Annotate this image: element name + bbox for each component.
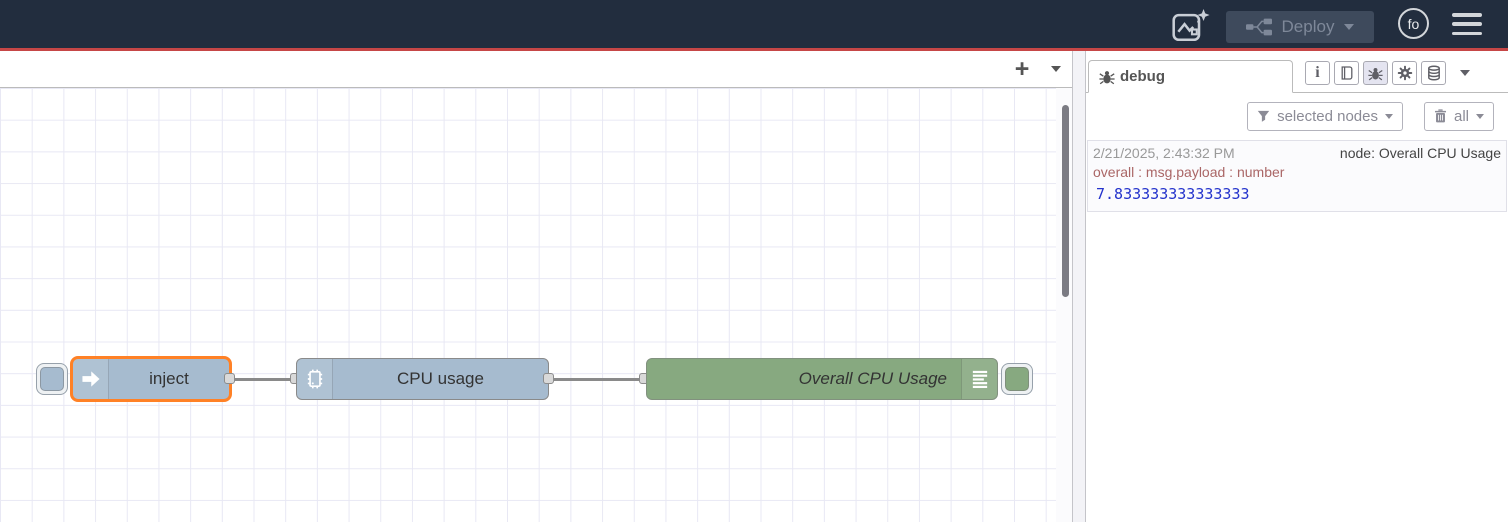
debug-filter-label: selected nodes <box>1277 107 1378 125</box>
debug-message-meta: 2/21/2025, 2:43:32 PM node: Overall CPU … <box>1093 144 1501 163</box>
node-label: CPU usage <box>397 369 484 388</box>
inject-arrow-icon <box>73 359 109 399</box>
inject-trigger-button[interactable] <box>36 363 68 395</box>
flow-canvas[interactable]: inject CPU usage <box>0 88 1072 522</box>
port-output[interactable] <box>224 373 235 384</box>
debug-message-node-name: node: Overall CPU Usage <box>1339 145 1501 161</box>
debug-filter-row: selected nodes all <box>1086 93 1508 139</box>
hamburger-icon <box>1452 13 1482 17</box>
debug-clear-button[interactable]: all <box>1423 101 1494 131</box>
debug-message-timestamp: 2/21/2025, 2:43:32 PM <box>1093 145 1235 161</box>
debug-clear-label: all <box>1453 107 1469 125</box>
flow-tab-bar: + <box>0 51 1072 88</box>
trash-icon <box>1434 109 1447 123</box>
tab-info-button[interactable]: i <box>1305 61 1330 85</box>
tab-debug[interactable]: debug <box>1088 60 1293 93</box>
chevron-down-icon <box>1051 66 1061 72</box>
tab-debug-messages-button[interactable] <box>1363 61 1388 85</box>
node-overall-cpu-usage[interactable]: Overall CPU Usage <box>646 358 998 400</box>
canvas-scrollbar-track[interactable] <box>1056 88 1072 522</box>
info-icon: i <box>1315 64 1320 81</box>
tab-config-button[interactable] <box>1392 61 1417 85</box>
debug-lines-icon <box>961 359 997 399</box>
user-avatar[interactable]: fo <box>1398 8 1429 39</box>
book-icon <box>1339 65 1355 81</box>
deploy-label: Deploy <box>1281 17 1335 36</box>
avatar-initials: fo <box>1407 15 1420 32</box>
chevron-down-icon <box>1476 113 1484 119</box>
tab-context-button[interactable] <box>1421 61 1446 85</box>
microchip-icon <box>297 359 333 399</box>
sidebar-toolbar: i <box>1305 61 1470 85</box>
sidebar-menu-button[interactable] <box>1460 70 1470 76</box>
filter-icon <box>1257 110 1270 123</box>
chevron-down-icon <box>1384 113 1393 119</box>
debug-sidebar: debug i <box>1086 51 1508 522</box>
node-inject[interactable]: inject <box>70 356 232 402</box>
database-icon <box>1426 65 1442 81</box>
chevron-down-icon[interactable] <box>1344 24 1355 30</box>
flow-list-button[interactable] <box>1042 53 1070 85</box>
canvas-scrollbar-thumb[interactable] <box>1062 105 1069 297</box>
header-bar: Deploy fo <box>0 0 1508 48</box>
workspace: + inject <box>0 51 1072 522</box>
gear-icon <box>1397 65 1413 81</box>
wire-inject-to-cpu <box>231 378 295 381</box>
debug-filter-button[interactable]: selected nodes <box>1247 101 1403 131</box>
port-output[interactable] <box>543 373 554 384</box>
wire-cpu-to-debug <box>549 378 645 381</box>
sidebar-tab-bar: debug i <box>1086 51 1508 93</box>
deploy-icon <box>1245 18 1272 36</box>
debug-message[interactable]: 2/21/2025, 2:43:32 PM node: Overall CPU … <box>1087 140 1507 212</box>
tab-help-button[interactable] <box>1334 61 1359 85</box>
debug-message-value[interactable]: 7.833333333333333 <box>1096 185 1250 203</box>
node-label: inject <box>149 369 189 388</box>
deploy-button[interactable]: Deploy <box>1226 11 1374 43</box>
bug-icon <box>1368 66 1383 81</box>
add-flow-button[interactable]: + <box>1004 53 1040 85</box>
tab-debug-label: debug <box>1120 68 1165 85</box>
bug-icon <box>1099 69 1115 85</box>
debug-message-list: 2/21/2025, 2:43:32 PM node: Overall CPU … <box>1086 140 1508 212</box>
main-menu-button[interactable] <box>1452 13 1482 35</box>
node-cpu-usage[interactable]: CPU usage <box>296 358 549 400</box>
sidebar-resizer[interactable] <box>1072 51 1086 522</box>
header-accent-line <box>0 48 1508 51</box>
debug-message-property[interactable]: overall : msg.payload : number <box>1093 164 1285 180</box>
debug-enable-button[interactable] <box>1001 363 1033 395</box>
ai-assistant-button[interactable] <box>1170 7 1212 43</box>
node-label: Overall CPU Usage <box>798 369 947 388</box>
ai-flow-icon <box>1172 8 1210 42</box>
